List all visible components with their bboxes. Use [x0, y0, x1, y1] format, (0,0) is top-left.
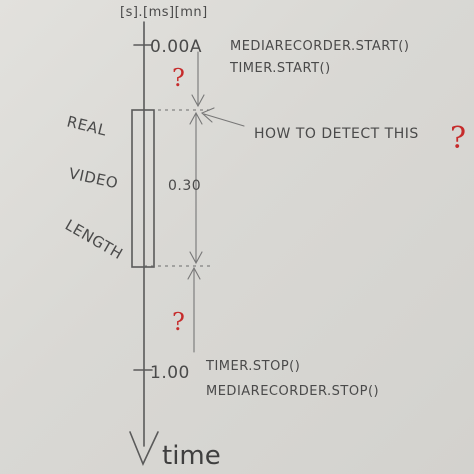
question-pointer-line [203, 113, 245, 127]
time-axis-label: time [162, 441, 221, 471]
down-arrow-icon [189, 251, 203, 265]
start-call-mediarecorder: MEDIARECORDER.START() [230, 39, 409, 54]
real-video-block [131, 109, 155, 268]
start-call-timer: TIMER.START() [229, 61, 331, 76]
time-axis-arrowhead-icon [129, 431, 159, 466]
unknown-gap-top-mark: ? [172, 64, 185, 92]
up-arrow-icon [187, 266, 201, 280]
duration-value: 0.30 [168, 178, 201, 194]
down-arrow-icon [191, 94, 205, 108]
stop-call-mediarecorder: MEDIARECORDER.STOP() [206, 384, 379, 399]
question-mark-red: ? [450, 121, 466, 156]
left-arrow-icon [200, 107, 215, 123]
stop-call-timer: TIMER.STOP() [205, 359, 300, 374]
question-text: HOW TO DETECT THIS [254, 126, 419, 142]
unknown-gap-bottom-mark: ? [172, 308, 185, 336]
video-label-word-real: REAL [65, 112, 109, 139]
video-label-word-length: LENGTH [62, 216, 126, 263]
end-time-value: 1.00 [150, 363, 190, 383]
units-label: [s].[ms][mn] [120, 5, 208, 20]
up-arrow-icon [189, 111, 203, 125]
video-label-word-video: VIDEO [67, 164, 120, 192]
start-time-value: 0.00A [150, 37, 202, 57]
